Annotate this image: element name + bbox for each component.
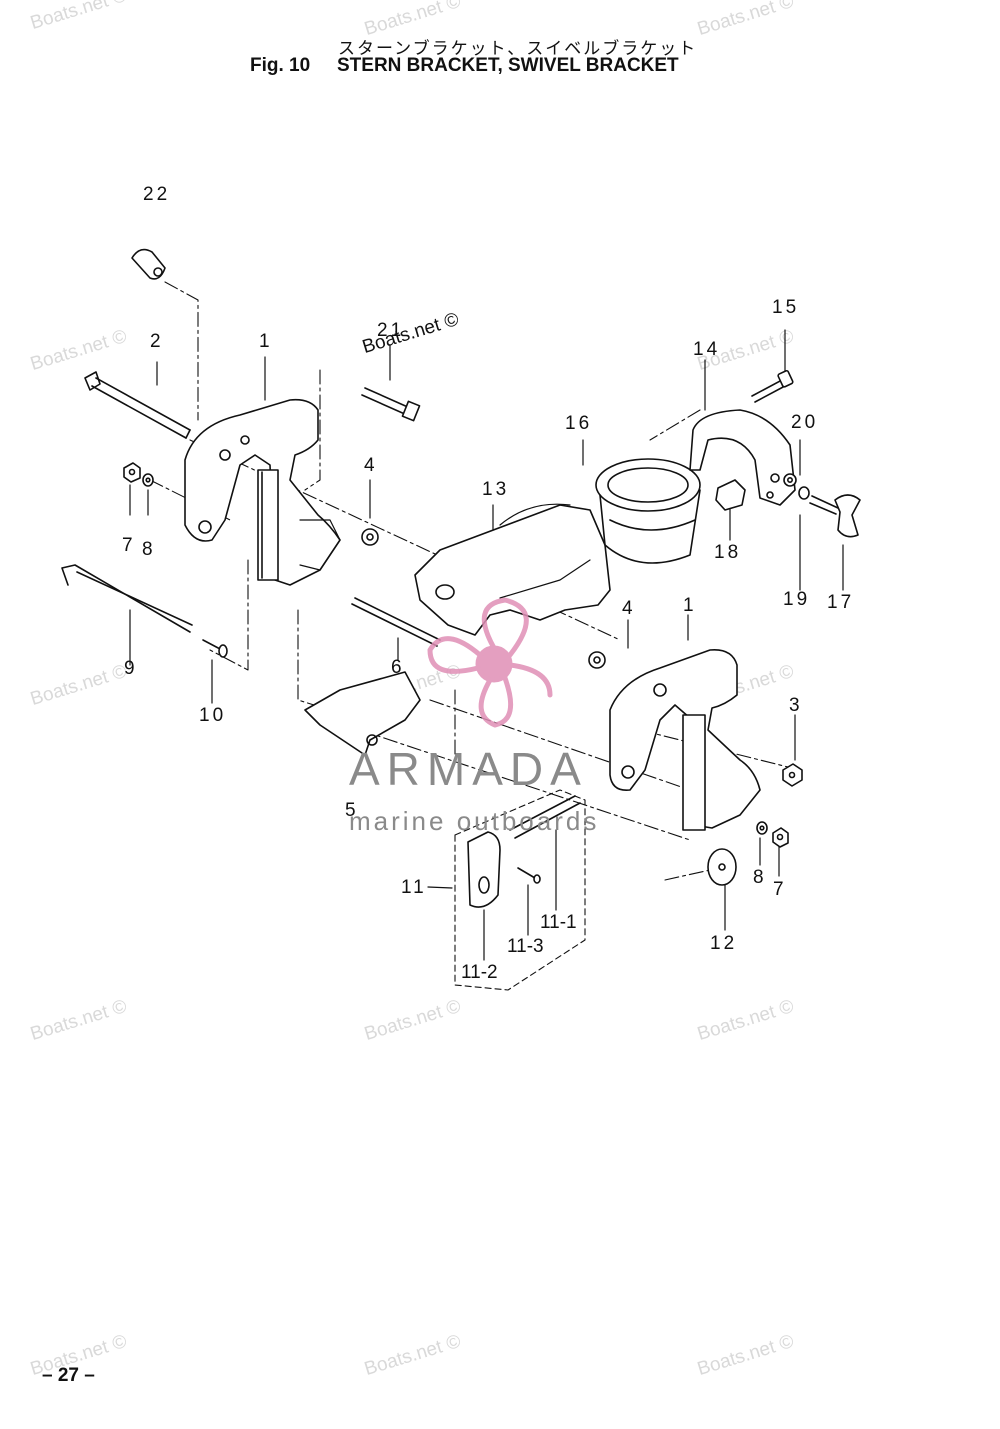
part-19-washer	[798, 486, 810, 500]
callout-8: 8	[753, 867, 767, 888]
part-17-wing-bolt	[809, 494, 861, 538]
callout-22: 22	[143, 184, 171, 205]
part-7-nut-right	[772, 827, 789, 848]
inset-box-11	[454, 789, 586, 991]
callout-20: 20	[791, 412, 819, 433]
part-14-clamp	[689, 409, 796, 506]
part-1-stern-bracket-left	[184, 398, 341, 586]
figure-title-japanese: スターンブラケット、スイベルブラケット	[338, 39, 698, 59]
callout-4: 4	[622, 598, 636, 619]
brand-tagline: marine outboards	[349, 806, 600, 836]
part-11-3-pin	[517, 867, 541, 884]
callout-19: 19	[783, 589, 811, 610]
callout-17: 17	[827, 592, 855, 613]
callout-3: 3	[789, 695, 803, 716]
part-11-1-pin	[509, 795, 581, 839]
part-11-2-lever	[467, 831, 501, 908]
part-20-nut	[783, 473, 797, 487]
callout-18: 18	[714, 542, 742, 563]
callout-2: 2	[150, 331, 164, 352]
callout-14: 14	[693, 339, 721, 360]
part-3-nut	[782, 763, 803, 787]
callout-11-2: 11-2	[461, 962, 498, 983]
part-4-washer-right	[588, 651, 606, 669]
part-15-screw	[751, 369, 794, 403]
part-7-nut-left	[123, 462, 141, 483]
callout-21: 21	[377, 320, 405, 341]
callout-7: 7	[773, 879, 787, 900]
callout-6: 6	[391, 657, 405, 678]
armada-propeller-logo	[427, 597, 553, 728]
callout-16: 16	[565, 413, 593, 434]
part-1-stern-bracket-right	[609, 648, 761, 831]
callout-12: 12	[710, 933, 738, 954]
callout-11-3: 11-3	[507, 936, 544, 957]
part-10-screw	[202, 639, 228, 658]
part-13-swivel-bracket	[414, 503, 611, 636]
page-number: – 27 –	[42, 1365, 95, 1386]
part-9-tilt-rod	[61, 564, 193, 633]
part-22-cap-nut	[131, 248, 166, 280]
callout-13: 13	[482, 479, 510, 500]
callout-1: 1	[683, 595, 697, 616]
part-5-tilt-plate	[304, 671, 421, 756]
part-18-plate	[715, 479, 746, 511]
part-12-plate	[707, 848, 737, 886]
part-21-bolt	[361, 387, 421, 422]
callout-7: 7	[122, 535, 136, 556]
leader-lines	[129, 329, 844, 961]
brand-name: ARMADA	[349, 743, 588, 795]
callout-15: 15	[772, 297, 800, 318]
callout-8: 8	[142, 539, 156, 560]
part-2-bolt	[84, 371, 191, 439]
callout-1: 1	[259, 331, 273, 352]
callout-5: 5	[345, 800, 359, 821]
part-8-washer-right	[756, 821, 768, 835]
callout-11: 11	[401, 877, 427, 898]
part-8-washer-left	[142, 473, 154, 487]
part-16-bushing	[595, 458, 701, 564]
callout-4: 4	[364, 455, 378, 476]
callout-10: 10	[199, 705, 227, 726]
figure-number: Fig. 10	[250, 55, 311, 76]
callout-11-1: 11-1	[540, 912, 577, 933]
part-6-rod	[351, 597, 441, 647]
callout-9: 9	[124, 658, 138, 679]
part-4-washer-left	[361, 528, 379, 546]
figure-title: STERN BRACKET, SWIVEL BRACKET	[337, 55, 679, 76]
